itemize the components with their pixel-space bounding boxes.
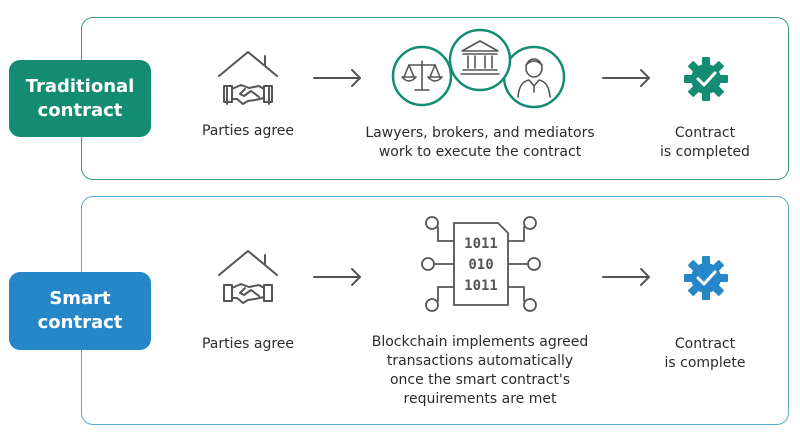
gear-check-icon	[684, 256, 728, 300]
binary-chip-icon: 1011 010 1011	[421, 216, 541, 312]
gear-check-icon	[684, 57, 728, 101]
arrow-icon	[602, 268, 650, 286]
step-blockchain: Blockchain implements agreed transaction…	[355, 333, 605, 409]
label-line: is complete	[664, 355, 746, 371]
bank-icon	[448, 28, 512, 92]
scales-icon	[391, 45, 453, 107]
binary-text: 1011	[464, 278, 498, 294]
label-line: transactions automatically	[386, 353, 574, 369]
arrow-icon	[602, 69, 650, 87]
label-text: Parties agree	[201, 336, 295, 352]
label-line: Blockchain implements agreed	[371, 334, 589, 350]
handshake-house-icon	[218, 250, 278, 304]
handshake-house-icon	[218, 51, 278, 105]
tag-line-1: Smart	[49, 288, 111, 309]
tag-line-2: contract	[37, 312, 123, 333]
label-line: Contract	[674, 336, 736, 352]
traditional-contract-tag: Traditional contract	[9, 60, 151, 137]
label-line: once the smart contract's	[389, 372, 571, 388]
label-text: Parties agree	[201, 123, 295, 139]
smart-contract-tag: Smart contract	[9, 272, 151, 350]
binary-text: 010	[468, 257, 493, 273]
step-parties-agree: Parties agree	[195, 335, 301, 354]
person-icon	[502, 45, 566, 109]
arrow-icon	[313, 268, 361, 286]
step-contract-complete: Contract is complete	[650, 335, 760, 373]
label-line: is completed	[660, 144, 750, 160]
arrow-icon	[313, 69, 361, 87]
step-parties-agree: Parties agree	[195, 122, 301, 141]
binary-text: 1011	[464, 236, 498, 252]
tag-line-1: Traditional	[25, 75, 135, 97]
label-line: Contract	[674, 125, 736, 141]
step-intermediaries: Lawyers, brokers, and mediators work to …	[355, 124, 605, 162]
label-line: Lawyers, brokers, and mediators	[365, 125, 595, 141]
label-line: work to execute the contract	[378, 144, 582, 160]
step-contract-completed: Contract is completed	[650, 124, 760, 162]
label-line: requirements are met	[403, 391, 557, 407]
tag-line-2: contract	[37, 99, 123, 121]
